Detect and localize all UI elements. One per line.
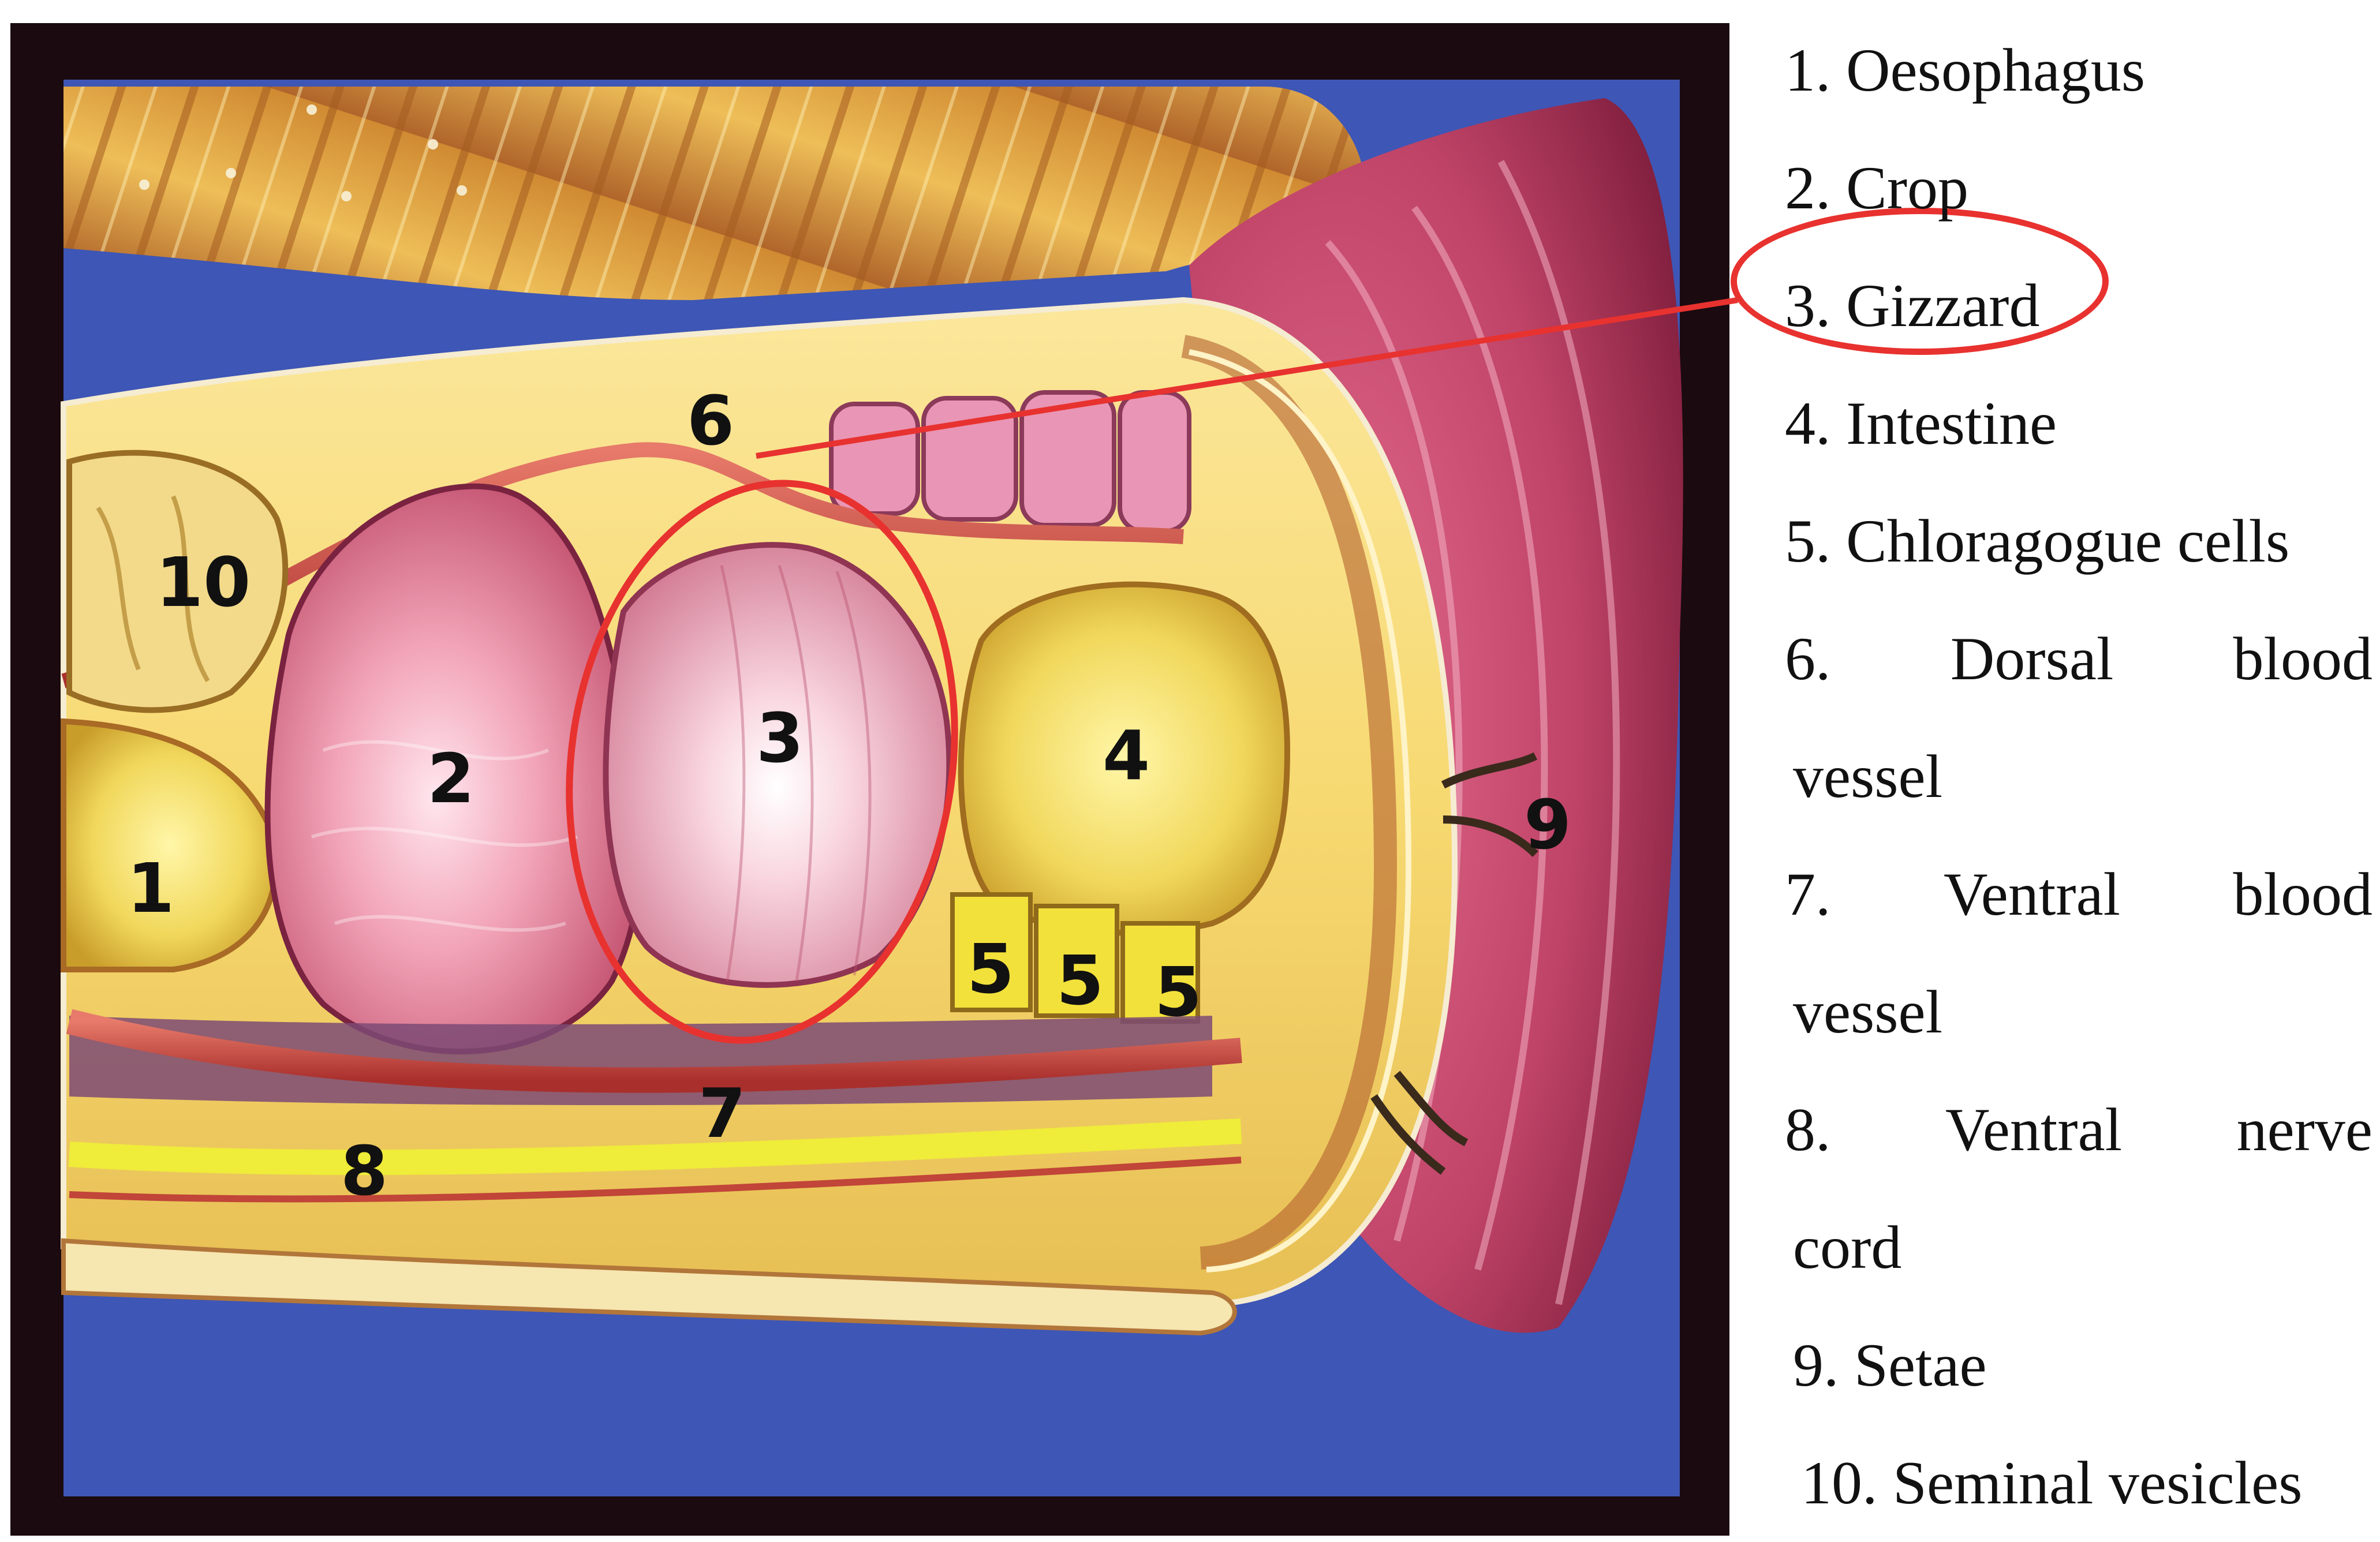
- legend-item-crop: 2. Crop: [1778, 129, 2372, 247]
- legend-text: Intestine: [1846, 390, 2057, 457]
- legend-item-ventral-blood-vessel-continued: vessel: [1778, 953, 2372, 1071]
- legend-text: vessel: [1793, 743, 1942, 810]
- legend-number: 10.: [1801, 1449, 1878, 1517]
- septal-chambers: [831, 392, 1189, 531]
- legend-number: 9.: [1793, 1331, 1839, 1399]
- legend-number: 4.: [1785, 390, 1831, 457]
- legend-item-dorsal-blood-vessel: 6. Dorsal blood: [1778, 600, 2372, 718]
- legend-item-dorsal-blood-vessel-continued: vessel: [1778, 718, 2372, 836]
- legend-text: Seminal vesicles: [1893, 1449, 2302, 1517]
- legend-item-seminal-vesicles: 10. Seminal vesicles: [1778, 1424, 2372, 1542]
- earthworm-dissection-illustration: 1 2 3 4 5 5 5 6 7 8 9 10: [0, 0, 1738, 1536]
- legend-text: Setae: [1854, 1331, 1987, 1399]
- legend-text: Oesophagus: [1846, 36, 2145, 104]
- legend-text: Gizzard: [1846, 272, 2039, 339]
- legend-text: vessel: [1793, 978, 1942, 1046]
- legend-word: Ventral: [1945, 1071, 2122, 1189]
- legend-number: 8.: [1785, 1071, 1831, 1189]
- legend-number: 3.: [1785, 272, 1831, 339]
- legend-word: blood: [2233, 600, 2372, 718]
- legend-text: Chloragogue cells: [1846, 507, 2289, 575]
- legend-list: 1. Oesophagus 2. Crop 3. Gizzard 4. Inte…: [1778, 12, 2372, 1542]
- callout-3: 3: [756, 698, 804, 778]
- callout-1: 1: [127, 848, 174, 928]
- callout-2: 2: [427, 739, 474, 818]
- legend-number: 2.: [1785, 154, 1831, 222]
- callout-4: 4: [1103, 716, 1150, 795]
- callout-7: 7: [698, 1073, 746, 1153]
- callout-10: 10: [156, 542, 251, 622]
- callout-5a: 5: [967, 929, 1014, 1009]
- legend-item-oesophagus: 1. Oesophagus: [1778, 12, 2372, 129]
- legend-word: nerve: [2237, 1071, 2372, 1189]
- legend-item-setae: 9. Setae: [1778, 1307, 2372, 1424]
- legend-number: 1.: [1785, 36, 1831, 104]
- legend-word: blood: [2233, 836, 2372, 953]
- legend-item-ventral-nerve-cord-continued: cord: [1778, 1189, 2372, 1307]
- legend-number: 5.: [1785, 507, 1831, 575]
- callout-5b: 5: [1056, 941, 1104, 1020]
- legend-number: 7.: [1785, 836, 1831, 953]
- legend-item-gizzard: 3. Gizzard: [1778, 247, 2372, 365]
- callout-8: 8: [341, 1131, 388, 1211]
- callout-6: 6: [687, 381, 734, 461]
- legend-text: cord: [1793, 1214, 1901, 1281]
- legend-item-chloragogue-cells: 5. Chloragogue cells: [1778, 482, 2372, 600]
- callout-9: 9: [1524, 785, 1571, 864]
- legend-item-ventral-nerve-cord: 8. Ventral nerve: [1778, 1071, 2372, 1189]
- legend-word: Ventral: [1944, 836, 2120, 953]
- legend-item-ventral-blood-vessel: 7. Ventral blood: [1778, 836, 2372, 953]
- legend-text: Crop: [1846, 154, 1968, 222]
- legend-number: 6.: [1785, 600, 1831, 718]
- legend-word: Dorsal: [1951, 600, 2114, 718]
- callout-5c: 5: [1154, 952, 1202, 1032]
- legend-item-intestine: 4. Intestine: [1778, 365, 2372, 482]
